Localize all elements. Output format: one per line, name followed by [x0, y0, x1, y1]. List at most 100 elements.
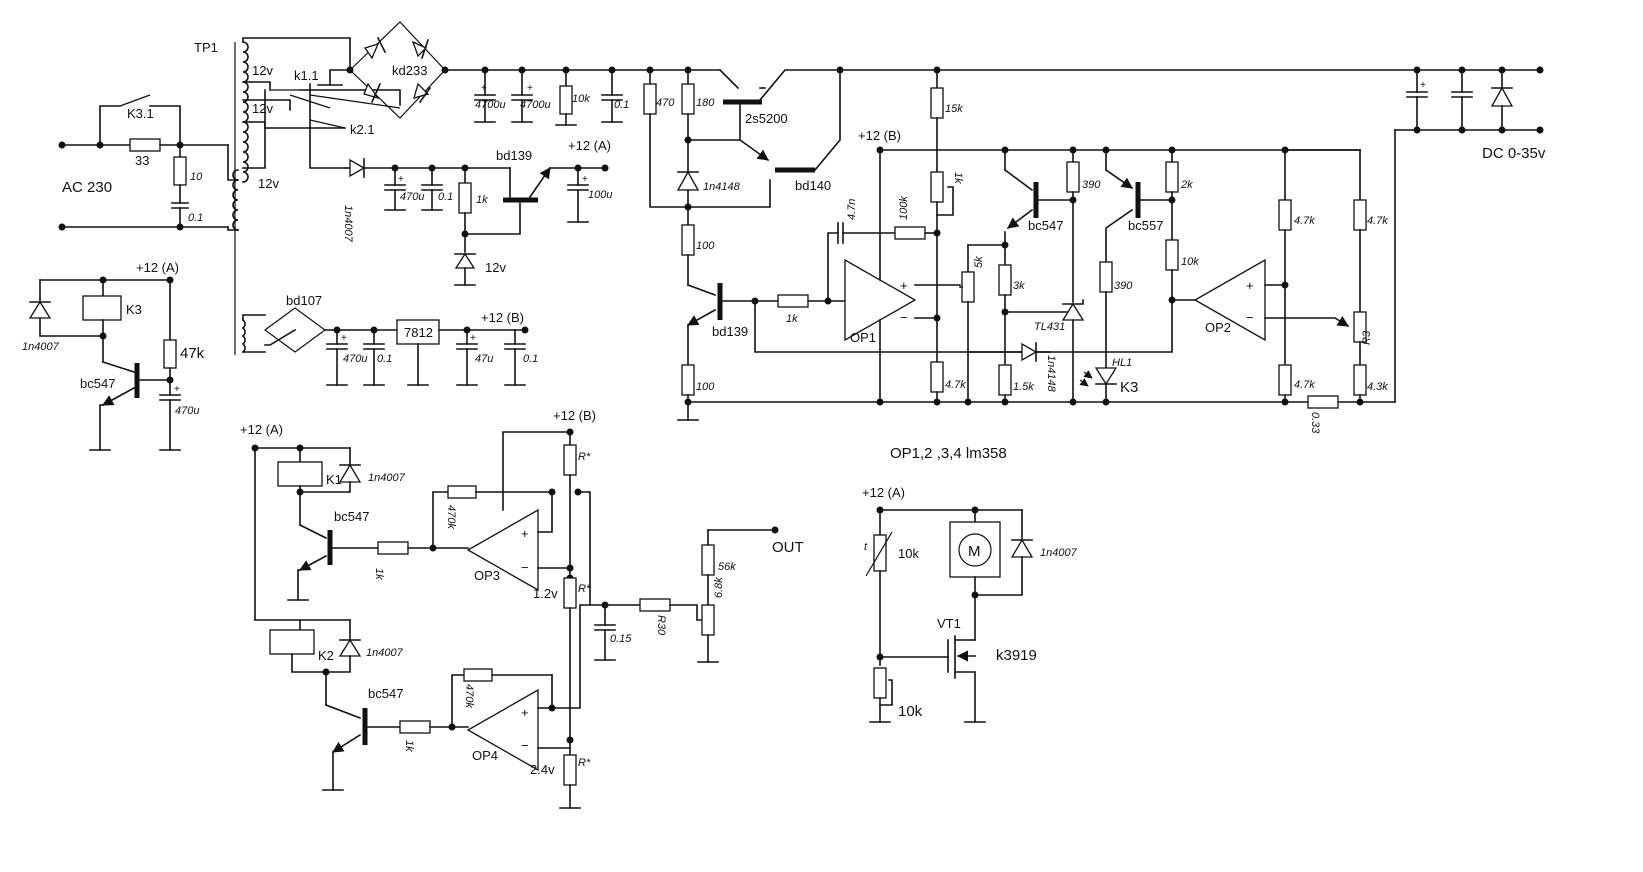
- label-r-100k: 100k: [898, 196, 910, 220]
- label-r-star-b: R*: [578, 583, 591, 595]
- bridge-kd233: kd233: [317, 21, 449, 119]
- label-pot-5k: 5k: [973, 256, 985, 268]
- plus-sign: +: [582, 174, 588, 185]
- label-pot-6-8k: 6.8k: [713, 577, 725, 598]
- label-c-4-7n: 4.7n: [846, 199, 858, 220]
- label-r3: R3: [1361, 330, 1373, 345]
- label-k3: K3: [126, 302, 142, 317]
- label-k3919: k3919: [996, 647, 1037, 664]
- label-q-bc547c: bc547: [334, 509, 369, 524]
- label-r-10: 10: [190, 171, 203, 183]
- filter-capacitors: + 4700u + 4700u 10k 0.1: [474, 69, 629, 126]
- label-r-47k: 47k: [180, 345, 205, 362]
- plus-sign: +: [1420, 80, 1426, 91]
- label-k1: K1: [326, 472, 342, 487]
- output-capacitors: +: [1406, 69, 1514, 131]
- plus-sign: +: [174, 384, 180, 395]
- k3-relay-driver: +12 (A) 1n4007 K3 47k bc547 + 470u: [22, 260, 205, 451]
- label-r-4-7k-c: 4.7k: [1294, 379, 1315, 391]
- label-r-2k: 2k: [1180, 179, 1193, 191]
- label-v-2-4: 2.4v: [530, 762, 555, 777]
- label-r-1k-c: 1k: [373, 568, 385, 580]
- label-r-15k: 15k: [945, 103, 963, 115]
- aux-supply-b: bd107 + 470u 0.1 7812 +12 (B) + 47u 0.1: [242, 293, 538, 386]
- label-r-100b: 100: [696, 381, 715, 393]
- label-d-1n4007c: 1n4007: [368, 472, 406, 484]
- label-c-100u: 100u: [588, 189, 612, 201]
- minus-sign: −: [521, 738, 529, 753]
- label-c-470u-a: 470u: [400, 191, 424, 203]
- plus-sign: +: [470, 333, 476, 344]
- label-q-bd139a: bd139: [496, 148, 532, 163]
- plus-sign: +: [398, 174, 404, 185]
- label-k3-1: K3.1: [127, 106, 154, 121]
- label-v-1-2: 1.2v: [533, 586, 558, 601]
- plus-sign: +: [341, 333, 347, 344]
- label-q-bc557: bc557: [1128, 218, 1163, 233]
- label-r-0-33: 0.33: [1309, 412, 1321, 434]
- minus-sign: −: [1246, 310, 1254, 325]
- label-vt1: VT1: [937, 616, 961, 631]
- label-plus12a-k3: +12 (A): [136, 260, 179, 275]
- reference-section: 5k bc547 3k 1.5k 390 TL431 1n4148: [959, 149, 1101, 403]
- label-d-1n4007a: 1n4007: [342, 205, 354, 243]
- label-zener-12v: 12v: [485, 260, 506, 275]
- label-q-bc547a: bc547: [80, 376, 115, 391]
- indicator-section: bc557 390 HL1 K3 2k 10k: [1079, 149, 1199, 403]
- label-secondary-3: 12v: [258, 176, 279, 191]
- label-r-star-c: R*: [578, 757, 591, 769]
- label-op3: OP3: [474, 568, 500, 583]
- transformer-tp1: TP1 12v 12v 12v: [194, 40, 279, 355]
- label-r-1-5k: 1.5k: [1013, 381, 1034, 393]
- label-r-470k-a: 470k: [445, 505, 457, 529]
- label-d-1n4007e: 1n4007: [1040, 547, 1078, 559]
- label-r-470k-b: 470k: [463, 684, 475, 708]
- label-r-4-3k: 4.3k: [1367, 381, 1388, 393]
- plus-sign: +: [900, 278, 908, 293]
- fan-control: +12 (A) t 10k 10k M 1n4007 VT1 k3919: [862, 485, 1078, 723]
- label-kd233: kd233: [392, 63, 427, 78]
- plus-sign: +: [481, 83, 487, 94]
- label-op2: OP2: [1205, 320, 1231, 335]
- label-r-56k: 56k: [718, 561, 736, 573]
- label-c-0-1c: 0.1: [438, 191, 453, 203]
- plus-sign: +: [1246, 278, 1254, 293]
- label-secondary-1: 12v: [252, 63, 273, 78]
- label-r-390b: 390: [1114, 280, 1133, 292]
- label-r-4-7k-b: 4.7k: [1294, 215, 1315, 227]
- secondary-wiring: k1.1 k2.1: [242, 37, 401, 169]
- label-q-bd139b: bd139: [712, 324, 748, 339]
- label-k2: K2: [318, 648, 334, 663]
- label-d-1n4007d: 1n4007: [366, 647, 404, 659]
- label-d-1n4007b: 1n4007: [22, 341, 60, 353]
- label-r-180: 180: [696, 97, 715, 109]
- op3-op4-switching: +12 (A) K1 1n4007 bc547 1k 470k OP3 + − …: [240, 408, 804, 809]
- label-ntc-10k: 10k: [898, 546, 919, 561]
- label-c-0-1a: 0.1: [188, 212, 203, 224]
- label-r-390a: 390: [1082, 179, 1101, 191]
- label-q-bd140: bd140: [795, 178, 831, 193]
- note-lm358: OP1,2 ,3,4 lm358: [890, 445, 1007, 462]
- label-k2-1: k2.1: [350, 122, 375, 137]
- label-q-bc547d: bc547: [368, 686, 403, 701]
- label-plus12a-fan: +12 (A): [862, 485, 905, 500]
- label-c-470u-c: 470u: [175, 405, 199, 417]
- label-c-0-1e: 0.1: [523, 353, 538, 365]
- label-ac230: AC 230: [62, 179, 112, 196]
- label-c-4700b: 4700u: [520, 99, 551, 111]
- label-motor: M: [968, 543, 981, 560]
- label-d-1n4148b: 1n4148: [1045, 355, 1057, 393]
- op2-section: OP2 + − 4.7k 4.7k 4.7k R3 4.3k 0.33: [1171, 129, 1396, 434]
- label-op4: OP4: [472, 748, 498, 763]
- label-q-bc547b: bc547: [1028, 218, 1063, 233]
- aux-supply-a: 1n4007 + 470u 0.1 1k 12v bd139 +12 (A) +…: [342, 138, 612, 286]
- op1-section: OP1 + − 4.7n 100k 15k 1k 4.7k: [827, 69, 966, 403]
- label-r-1k-b: 1k: [786, 313, 798, 325]
- label-bd107: bd107: [286, 293, 322, 308]
- label-out: OUT: [772, 539, 804, 556]
- label-r-1k-a: 1k: [476, 194, 488, 206]
- label-dc-out: DC 0-35v: [1482, 145, 1546, 162]
- plus-sign: +: [521, 526, 529, 541]
- label-ntc-t: t: [864, 541, 868, 553]
